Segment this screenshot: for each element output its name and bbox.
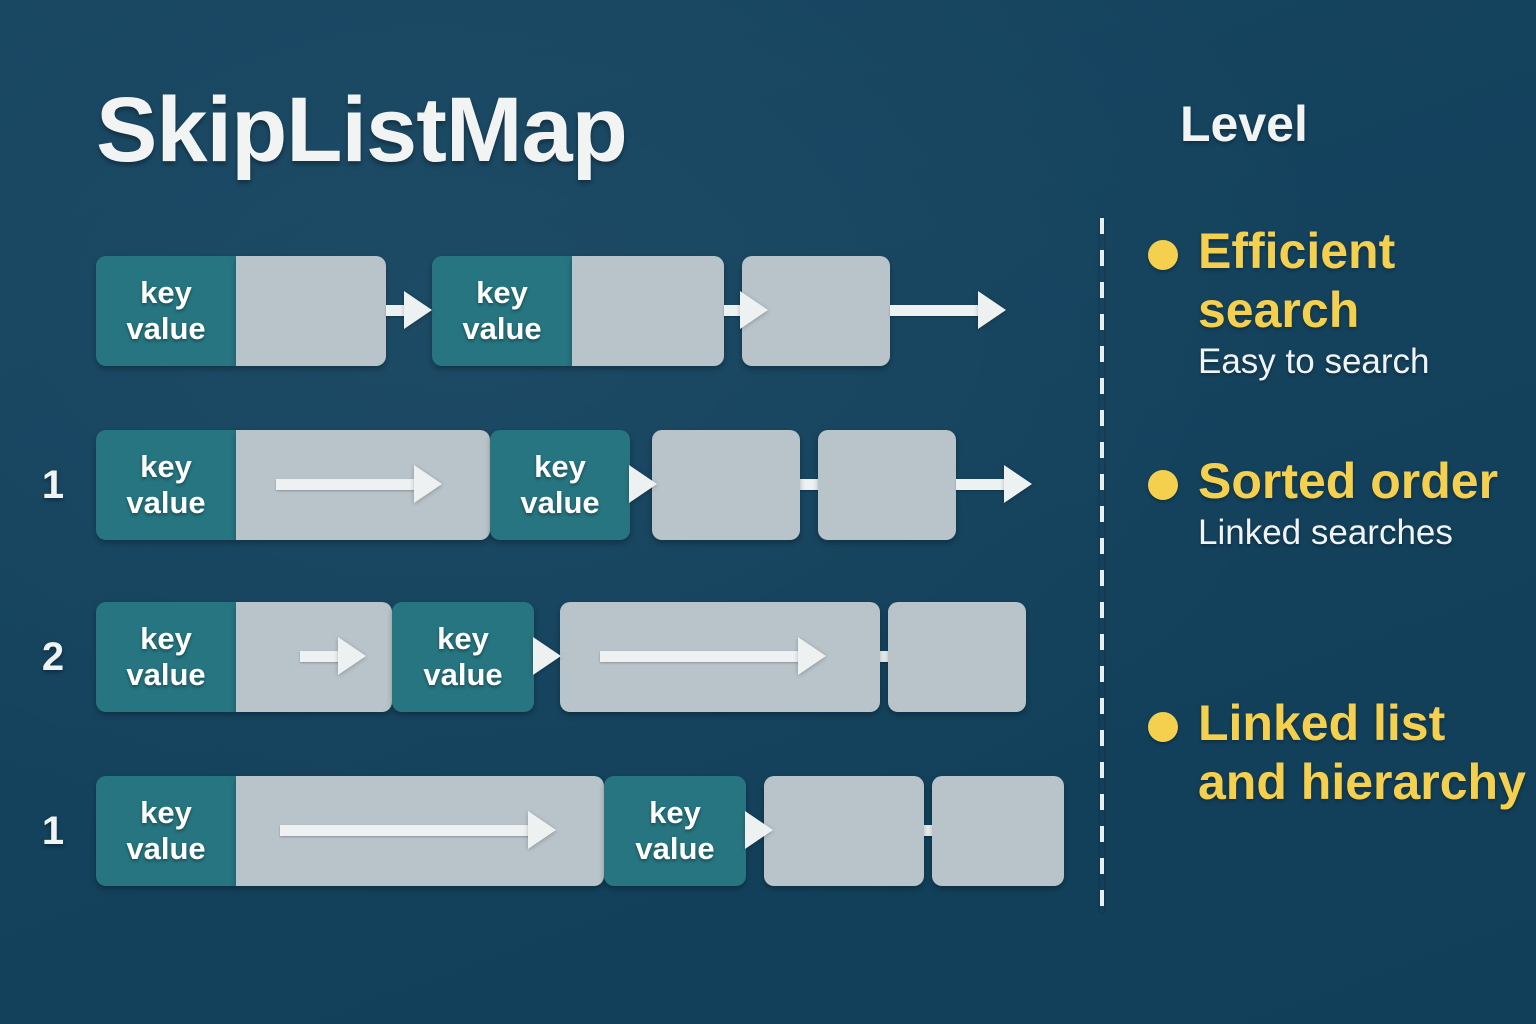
legend-item-title: Sorted order	[1198, 453, 1499, 509]
bullet-icon	[1148, 470, 1178, 500]
arrow-shaft	[280, 825, 530, 836]
inner-forward-arrow-icon	[276, 465, 442, 503]
node-key-text: key	[534, 449, 586, 485]
forward-arrow-icon	[386, 291, 432, 329]
arrow-head	[1004, 465, 1032, 503]
bullet-icon	[1148, 712, 1178, 742]
arrow-head	[745, 811, 773, 849]
level-label: 1	[41, 463, 65, 507]
arrow-shaft	[276, 479, 416, 490]
arrow-shaft	[386, 305, 406, 316]
legend-item-subtitle: Easy to search	[1198, 342, 1430, 381]
node-pointer-cell	[572, 256, 724, 366]
level-label: 1	[41, 809, 65, 853]
node-key-text: key	[140, 795, 192, 831]
legend-item-subtitle: Linked searches	[1198, 513, 1453, 552]
page-title: SkipListMap	[96, 79, 628, 181]
arrow-head	[338, 637, 366, 675]
forward-arrow-icon	[724, 291, 768, 329]
legend-item-title: Linked list and hierarchy	[1198, 695, 1526, 810]
connector-bar	[800, 479, 818, 490]
connector-bar	[922, 825, 936, 836]
arrow-head	[978, 291, 1006, 329]
arrow-head	[414, 465, 442, 503]
node-pointer-cell	[932, 776, 1064, 886]
level-label: 2	[41, 635, 65, 679]
node-pointer-cell	[818, 430, 956, 540]
node-value-text: value	[462, 311, 542, 346]
node-pointer-cell	[764, 776, 924, 886]
node-value-text: value	[126, 485, 206, 520]
inner-forward-arrow-icon	[600, 637, 826, 675]
node-key-text: key	[140, 449, 192, 485]
node-value-text: value	[126, 657, 206, 692]
node-value-text: value	[520, 485, 600, 520]
node-key-text: key	[437, 621, 489, 657]
forward-arrow-icon	[956, 465, 1032, 503]
arrow-shaft	[724, 305, 742, 316]
node-value-text: value	[635, 831, 715, 866]
arrow-shaft	[890, 305, 980, 316]
arrow-head	[528, 811, 556, 849]
vertical-dashed-divider	[1100, 218, 1104, 912]
forward-arrow-icon	[745, 811, 773, 849]
forward-arrow-icon	[890, 291, 1006, 329]
arrow-shaft	[956, 479, 1006, 490]
node-value-text: value	[126, 831, 206, 866]
legend-item-title: Efficient search	[1198, 223, 1396, 338]
node-key-text: key	[140, 621, 192, 657]
legend-item: Linked list and hierarchy	[1140, 694, 1536, 812]
node-key-text: key	[476, 275, 528, 311]
arrow-head	[533, 637, 561, 675]
arrow-head	[798, 637, 826, 675]
arrow-shaft	[300, 651, 340, 662]
arrow-shaft	[600, 651, 800, 662]
node-pointer-cell	[652, 430, 800, 540]
arrow-head	[740, 291, 768, 329]
connector-bar	[880, 651, 894, 662]
node-pointer-cell	[236, 256, 386, 366]
inner-forward-arrow-icon	[280, 811, 556, 849]
node-key-text: key	[649, 795, 701, 831]
forward-arrow-icon	[629, 465, 657, 503]
forward-arrow-icon	[533, 637, 561, 675]
bullet-icon	[1148, 240, 1178, 270]
arrow-head	[404, 291, 432, 329]
inner-forward-arrow-icon	[300, 637, 366, 675]
node-value-text: value	[423, 657, 503, 692]
node-pointer-cell	[888, 602, 1026, 712]
legend-header: Level	[1180, 96, 1308, 152]
node-value-text: value	[126, 311, 206, 346]
node-key-text: key	[140, 275, 192, 311]
arrow-head	[629, 465, 657, 503]
